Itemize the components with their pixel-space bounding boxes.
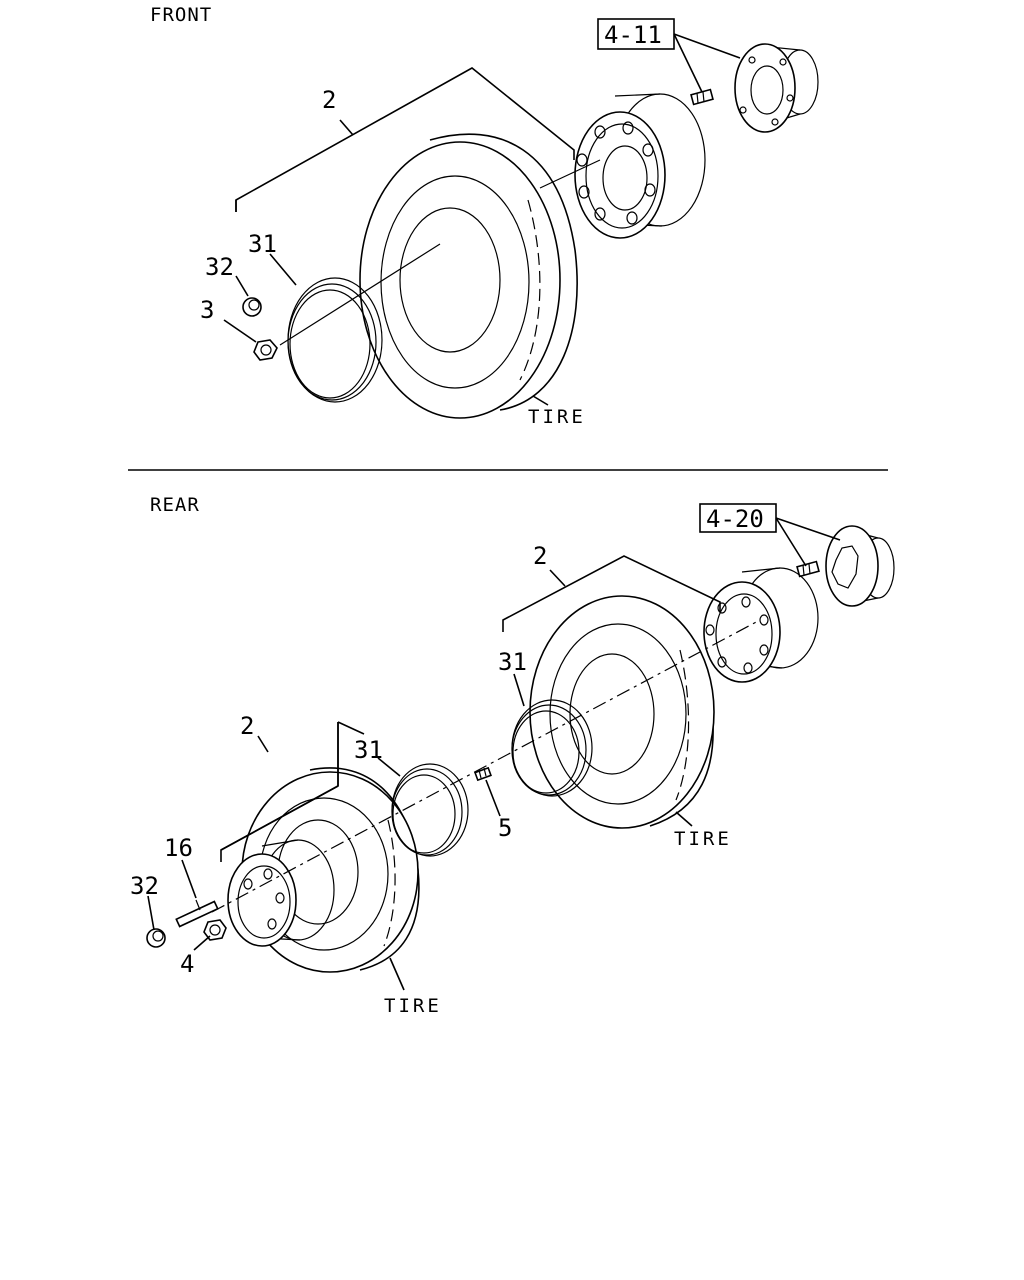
rear-hub (825, 525, 895, 607)
front-wheel-rim (574, 93, 706, 239)
front-title: FRONT (150, 4, 212, 26)
front-ref-label: 4-11 (604, 21, 662, 49)
front-label-3: 3 (200, 296, 214, 324)
rear-label-32: 32 (130, 872, 159, 900)
front-label-2: 2 (322, 86, 336, 114)
rear-label-inner-31: 31 (498, 648, 527, 676)
rear-ref-label: 4-20 (706, 505, 764, 533)
rear-inner-ring (511, 699, 593, 797)
rear-hub-bolt (796, 560, 820, 578)
rear-inner-assembly-bracket (502, 555, 721, 632)
rear-label-16: 16 (164, 834, 193, 862)
front-label-32: 32 (205, 253, 234, 281)
rear-title: REAR (150, 494, 200, 516)
front-ring (287, 277, 383, 403)
rear-outer-rim (227, 839, 335, 947)
rear-section: REAR (130, 494, 895, 1017)
front-axis-line (279, 159, 601, 346)
front-nut (253, 339, 278, 361)
front-hub-bolt (690, 88, 714, 106)
rear-stud (175, 899, 219, 928)
front-label-tire: TIRE (528, 406, 586, 428)
rear-label-outer-tire: TIRE (384, 995, 442, 1017)
front-cap (242, 297, 262, 317)
rear-label-outer-31: 31 (354, 736, 383, 764)
rear-label-inner-2: 2 (533, 542, 547, 570)
rear-outer-ring (391, 763, 469, 857)
rear-label-5: 5 (498, 814, 512, 842)
rear-label-4: 4 (180, 950, 194, 978)
rear-label-outer-2: 2 (240, 712, 254, 740)
rear-inner-tire (529, 595, 715, 829)
rear-nut (203, 919, 227, 941)
rear-cap (146, 928, 166, 948)
front-label-31: 31 (248, 230, 277, 258)
rear-label-inner-tire: TIRE (674, 828, 732, 850)
rear-axis-line (211, 619, 761, 913)
rear-valve (474, 766, 492, 782)
rear-inner-rim (703, 567, 819, 683)
front-section: FRONT (150, 4, 819, 428)
front-hub (734, 43, 819, 133)
front-tire (359, 133, 578, 419)
